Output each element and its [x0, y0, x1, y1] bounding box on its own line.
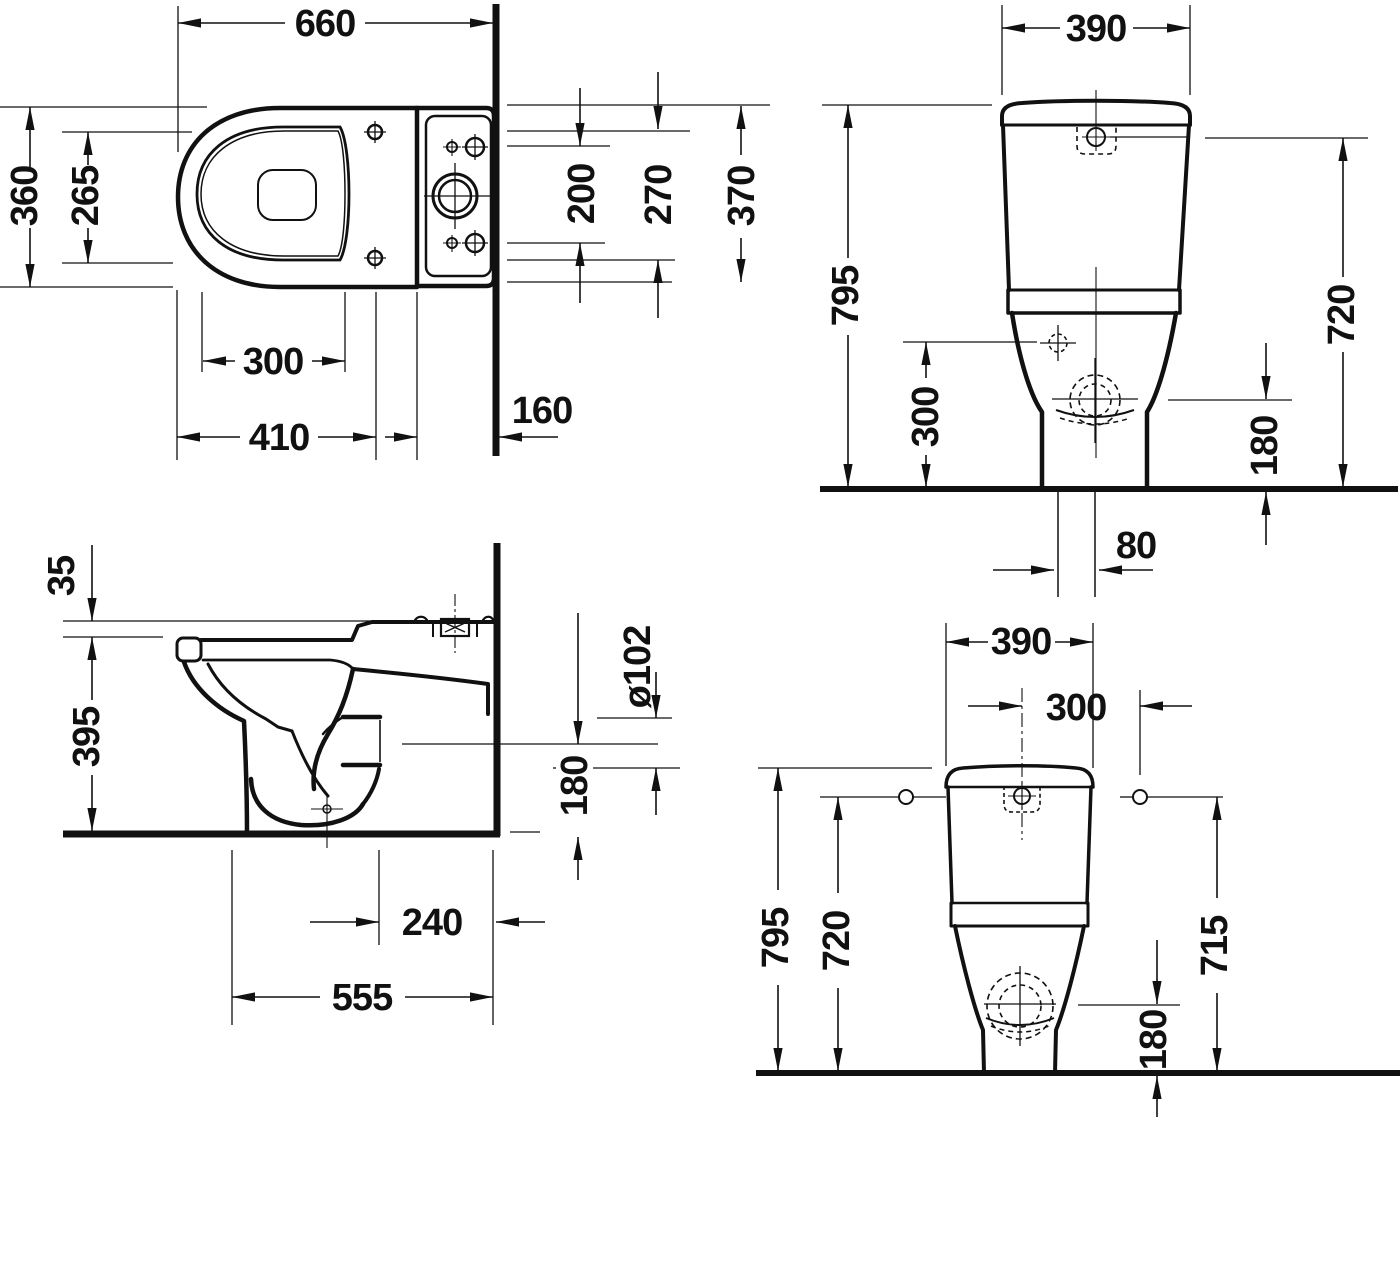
side-sump-outer — [248, 776, 366, 828]
plan-view: 660 360 265 300 410 160 200 270 370 — [0, 3, 770, 460]
plan-sump-opening — [257, 169, 317, 221]
plan-dimensions: 660 360 265 300 410 160 200 270 370 — [4, 3, 763, 459]
front-dimensions: 390 795 300 720 180 80 — [825, 8, 1363, 575]
label-mask — [556, 752, 593, 818]
side-toilet-outline — [175, 594, 496, 848]
dim-rear-tank-width: 390 — [991, 621, 1051, 663]
dim-side-bowl-height: 395 — [66, 706, 108, 767]
rear-extension-lines — [758, 623, 1223, 1006]
side-sump-crosshair — [311, 794, 343, 848]
side-bowl-surface — [290, 729, 330, 798]
plan-seat-outer-ring — [195, 125, 351, 262]
dim-plan-front-to-fixing: 410 — [249, 417, 309, 459]
rear-flush-band — [949, 901, 1090, 928]
side-sump-to-outlet — [361, 767, 381, 806]
plan-extension-lines — [0, 6, 770, 460]
plan-cistern-outline — [414, 105, 497, 289]
rear-toilet-outline — [898, 764, 1148, 1075]
front-drain-circle — [1052, 358, 1138, 443]
front-outlet-pipe-lines — [1057, 492, 1096, 597]
front-cistern-top-hole — [1076, 124, 1117, 155]
dim-plan-outlet-wall-distance: 160 — [512, 390, 572, 432]
dim-plan-tank-depth: 370 — [721, 166, 763, 226]
rear-cistern-top-hole — [1003, 783, 1041, 813]
plan-seat-inner-ring — [200, 130, 346, 257]
dim-rear-left-hole-height: 720 — [816, 911, 858, 971]
plan-bowl-outline — [175, 105, 420, 290]
front-bowl-pedestal — [1009, 310, 1179, 491]
side-seat-underside — [201, 658, 355, 671]
dim-rear-center-to-side-hole: 300 — [1046, 687, 1106, 729]
side-trapway-curve — [311, 666, 356, 792]
dim-front-side-hole-height: 300 — [905, 387, 947, 447]
side-extension-lines — [63, 620, 680, 1025]
dim-rear-outlet-height: 180 — [1133, 1010, 1175, 1070]
dim-plan-seat-inner-width: 265 — [65, 165, 107, 226]
plan-inlet-circle — [424, 163, 492, 229]
dim-rear-total-height: 795 — [755, 907, 797, 968]
rear-view: 390 300 795 720 715 180 — [755, 621, 1400, 1117]
rear-cistern-lid — [944, 764, 1095, 789]
plan-arrowheads — [25, 18, 746, 442]
dim-plan-overall-length: 660 — [295, 3, 355, 45]
dim-plan-overall-width: 360 — [4, 166, 46, 226]
side-outlet-steps — [340, 714, 383, 768]
front-cistern-body — [1001, 123, 1191, 292]
front-extension-lines — [822, 5, 1368, 401]
side-outlet-join — [321, 715, 345, 736]
rear-cistern-body — [946, 785, 1093, 905]
plan-cistern-holes — [443, 134, 488, 256]
dim-side-bowl-front-to-wall: 555 — [332, 977, 393, 1019]
side-rim-inner — [206, 662, 294, 733]
side-seat-and-deck-top — [199, 620, 495, 642]
side-underdeck — [351, 667, 490, 716]
side-view: 35 395 ø102 180 240 555 — [41, 543, 680, 1025]
dim-side-seat-profile-height: 35 — [41, 555, 83, 596]
rear-right-wall-hole — [1132, 789, 1148, 805]
rear-dimensions: 390 300 795 720 715 180 — [755, 621, 1236, 1117]
front-toilet-outline — [1000, 90, 1192, 597]
side-seat-bumper — [175, 636, 203, 663]
side-hinge-bumps — [412, 615, 496, 623]
front-side-fixing-hole — [1040, 325, 1076, 361]
rear-drain-circle — [984, 966, 1056, 1046]
dim-plan-inlet-hole-pitch: 200 — [561, 164, 603, 224]
dim-side-outlet-diameter: ø102 — [617, 626, 659, 709]
dim-side-outlet-center-height: 180 — [554, 756, 596, 816]
dim-side-outlet-to-wall: 240 — [402, 902, 462, 944]
plan-dim-shafts — [29, 22, 742, 438]
rear-left-wall-hole — [898, 789, 914, 805]
dim-front-outlet-offset: 80 — [1116, 525, 1156, 567]
front-view: 390 795 300 720 180 80 — [820, 5, 1398, 597]
plan-deck-holes — [364, 121, 386, 269]
side-bowl-front-pedestal — [181, 659, 250, 837]
plan-toilet-outline — [175, 105, 497, 290]
dim-front-outlet-height: 180 — [1244, 416, 1286, 476]
rear-bowl-pedestal — [953, 924, 1086, 1075]
dim-front-tank-hole-height: 720 — [1321, 285, 1363, 345]
dim-plan-seat-fixing-pitch: 300 — [243, 341, 303, 383]
dim-plan-fixing-hole-pitch: 270 — [638, 165, 680, 225]
dim-front-total-height: 795 — [825, 265, 867, 326]
side-dimensions: 35 395 ø102 180 240 555 — [41, 545, 661, 1019]
dim-front-tank-width: 390 — [1066, 8, 1126, 50]
front-flush-band — [1006, 288, 1182, 315]
dim-rear-right-hole-height: 715 — [1194, 915, 1236, 976]
